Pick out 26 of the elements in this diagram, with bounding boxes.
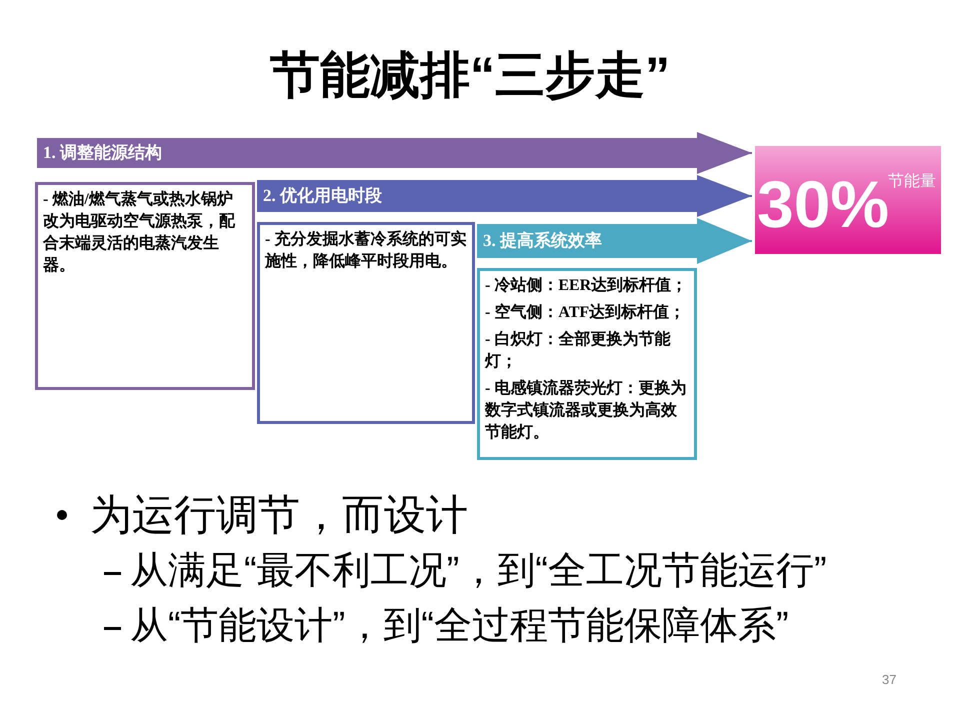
- page-number: 37: [882, 672, 896, 688]
- step-heading: 2. 优化用电时段: [263, 185, 382, 207]
- text-box: [477, 268, 697, 460]
- header-bar: [477, 224, 697, 258]
- arrow: [697, 132, 752, 174]
- step-heading: 1. 调整能源结构: [43, 142, 162, 164]
- slide-title: 节能减排“三步走”: [270, 46, 670, 105]
- text-box: [257, 222, 475, 424]
- caption-text: 节能量: [888, 172, 936, 192]
- sub-bullet-text: 从满足“最不利工况”，到“全工况节能运行”: [130, 549, 827, 594]
- bullet-text: 为运行调节，而设计: [90, 490, 468, 540]
- list-item-text: - 电感镇流器荧光灯：更换为数字式镇流器或更换为高效节能灯。: [485, 378, 688, 443]
- header-bar: [257, 180, 697, 212]
- list-item-text: - 空气侧：ATF达到标杆值；: [485, 302, 686, 323]
- header-bar: [37, 138, 697, 168]
- arrow: [697, 175, 752, 217]
- arrow: [697, 218, 752, 264]
- highlight-box: [755, 146, 941, 254]
- percentage-value: 30%: [757, 168, 890, 240]
- step-heading: 3. 提高系统效率: [483, 230, 602, 252]
- list-item-text: - 充分发掘水蓄冷系统的可实施性，降低峰平时段用电。: [265, 229, 467, 272]
- list-item-text: - 白炽灯：全部更换为节能灯；: [485, 329, 672, 372]
- list-item-text: - 冷站侧：EER达到标杆值；: [485, 276, 688, 296]
- list-item-text: - 燃油/燃气蒸气或热水锅炉改为电驱动空气源热泵，配合末端灵活的电蒸汽发生器。: [43, 189, 236, 276]
- text-box: [35, 182, 255, 390]
- sub-bullet-text: 从“节能设计”，到“全过程节能保障体系”: [130, 604, 789, 649]
